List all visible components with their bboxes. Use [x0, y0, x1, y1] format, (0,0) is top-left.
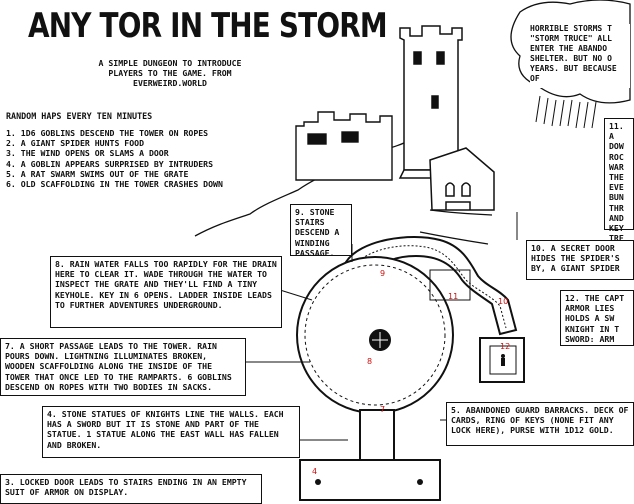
list-item: 6. OLD SCAFFOLDING IN THE TOWER CRASHES …: [6, 179, 223, 190]
list-item: 3. THE WIND OPENS OR SLAMS A DOOR: [6, 148, 169, 159]
dungeon-rooms: [296, 235, 525, 501]
list-item: 4. A GOBLIN APPEARS SURPRISED BY INTRUDE…: [6, 158, 214, 169]
map-number-9: 9: [380, 269, 385, 278]
room-8-note: 8. RAIN WATER FALLS TOO RAPIDLY FOR THE …: [50, 256, 282, 328]
map-number-11: 11: [448, 292, 458, 301]
room-12-note: 12. THE CAPT ARMOR LIES HOLDS A SW KNIGH…: [560, 290, 634, 346]
room-4-note: 4. STONE STATUES OF KNIGHTS LINE THE WAL…: [42, 406, 300, 458]
ruined-tower: [398, 25, 495, 211]
room-5-note: 5. ABANDONED GUARD BARRACKS. DECK OF CAR…: [446, 402, 634, 446]
haps-list: 1. 1D6 GOBLINS DESCEND THE TOWER ON ROPE…: [6, 128, 223, 189]
figures: [315, 354, 505, 485]
map-number-8: 8: [367, 357, 372, 366]
list-item: 2. A GIANT SPIDER HUNTS FOOD: [6, 138, 145, 149]
list-item: 5. A RAT SWARM SWIMS OUT OF THE GRATE: [6, 168, 189, 179]
ruined-wall: [295, 111, 393, 181]
room-9-note: 9. STONE STAIRS DESCEND A WINDING PASSAG…: [290, 204, 352, 258]
map-number-7: 7: [380, 405, 385, 414]
leader-lines: [246, 212, 518, 441]
map-number-10: 10: [498, 297, 508, 306]
haps-heading: RANDOM HAPS EVERY TEN MINUTES: [6, 111, 153, 121]
map-number-12: 12: [500, 342, 510, 351]
page-title: ANY TOR IN THE STORM: [28, 6, 388, 46]
room-7-note: 7. A SHORT PASSAGE LEADS TO THE TOWER. R…: [0, 338, 246, 396]
intro-text: A SIMPLE DUNGEON TO INTRODUCE PLAYERS TO…: [98, 58, 242, 88]
storm-bubble-text: HORRIBLE STORMS T "STORM TRUCE" ALL ENTE…: [530, 24, 630, 88]
room-11-note: 11. A DOW ROC WAR THE EVE BUN THR AND KE…: [604, 118, 634, 243]
room-3-note: 3. LOCKED DOOR LEADS TO STAIRS ENDING IN…: [0, 474, 262, 504]
room-10-note: 10. A SECRET DOOR HIDES THE SPIDER'S BY,…: [526, 240, 634, 280]
map-number-4: 4: [312, 467, 317, 476]
list-item: 1. 1D6 GOBLINS DESCEND THE TOWER ON ROPE…: [6, 128, 209, 138]
